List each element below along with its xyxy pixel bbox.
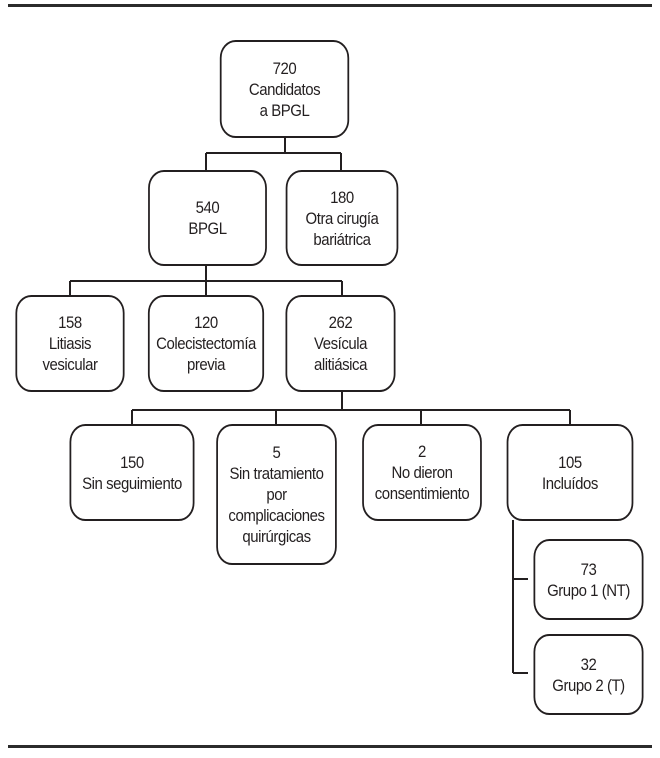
node-litiasis: 158 Litiasis vesicular <box>15 295 125 392</box>
node-count: 540 <box>195 198 220 217</box>
node-label: Grupo 1 (NT) <box>547 580 630 600</box>
node-label: por <box>266 485 287 504</box>
node-label: Sin tratamiento <box>229 464 324 483</box>
node-count: 32 <box>580 654 597 674</box>
node-label: a BPGL <box>259 100 310 120</box>
node-sin-tratamiento: 5 Sin tratamiento por complicaciones qui… <box>216 424 337 565</box>
node-label: alitiásica <box>314 355 367 374</box>
node-count: 2 <box>418 442 426 461</box>
node-vesicula-alitiasica: 262 Vesícula alitiásica <box>285 295 396 392</box>
node-count: 158 <box>58 313 82 332</box>
node-label: Litiasis <box>48 334 92 353</box>
node-grupo-2: 32 Grupo 2 (T) <box>533 634 644 715</box>
node-count: 5 <box>272 443 281 462</box>
node-label: Otra cirugía <box>305 208 379 228</box>
node-count: 720 <box>272 58 297 78</box>
node-label: complicaciones <box>228 506 325 525</box>
node-label: quirúrgicas <box>242 527 311 546</box>
node-label: bariátrica <box>313 229 371 249</box>
node-no-consentimiento: 2 No dieron consentimiento <box>362 424 482 521</box>
top-rule <box>8 4 652 7</box>
node-bpgl: 540 BPGL <box>148 170 267 266</box>
node-count: 120 <box>194 313 218 332</box>
node-label: previa <box>186 355 226 374</box>
node-count: 105 <box>558 452 582 472</box>
node-otra-cirugia: 180 Otra cirugía bariátrica <box>285 170 399 266</box>
node-colecistectomia: 120 Colecistectomía previa <box>147 295 265 392</box>
node-label: consentimiento <box>374 484 470 503</box>
node-label: No dieron <box>391 463 453 482</box>
node-count: 262 <box>328 313 353 332</box>
node-count: 150 <box>120 452 144 472</box>
node-label: Candidatos <box>248 79 321 99</box>
node-grupo-1: 73 Grupo 1 (NT) <box>533 539 644 620</box>
node-label: Vesícula <box>313 334 368 353</box>
node-count: 180 <box>330 187 354 207</box>
node-incluidos: 105 Incluídos <box>506 424 634 521</box>
node-label: Colecistectomía <box>156 334 256 353</box>
node-count: 73 <box>580 559 597 579</box>
node-label: Incluídos <box>542 473 598 493</box>
node-label: Sin seguimiento <box>82 473 182 493</box>
node-sin-seguimiento: 150 Sin seguimiento <box>69 424 195 521</box>
node-label: BPGL <box>188 219 227 238</box>
node-label: Grupo 2 (T) <box>552 675 625 695</box>
node-label: vesicular <box>42 355 98 374</box>
bottom-rule <box>8 745 652 748</box>
node-candidatos: 720 Candidatos a BPGL <box>219 40 350 138</box>
